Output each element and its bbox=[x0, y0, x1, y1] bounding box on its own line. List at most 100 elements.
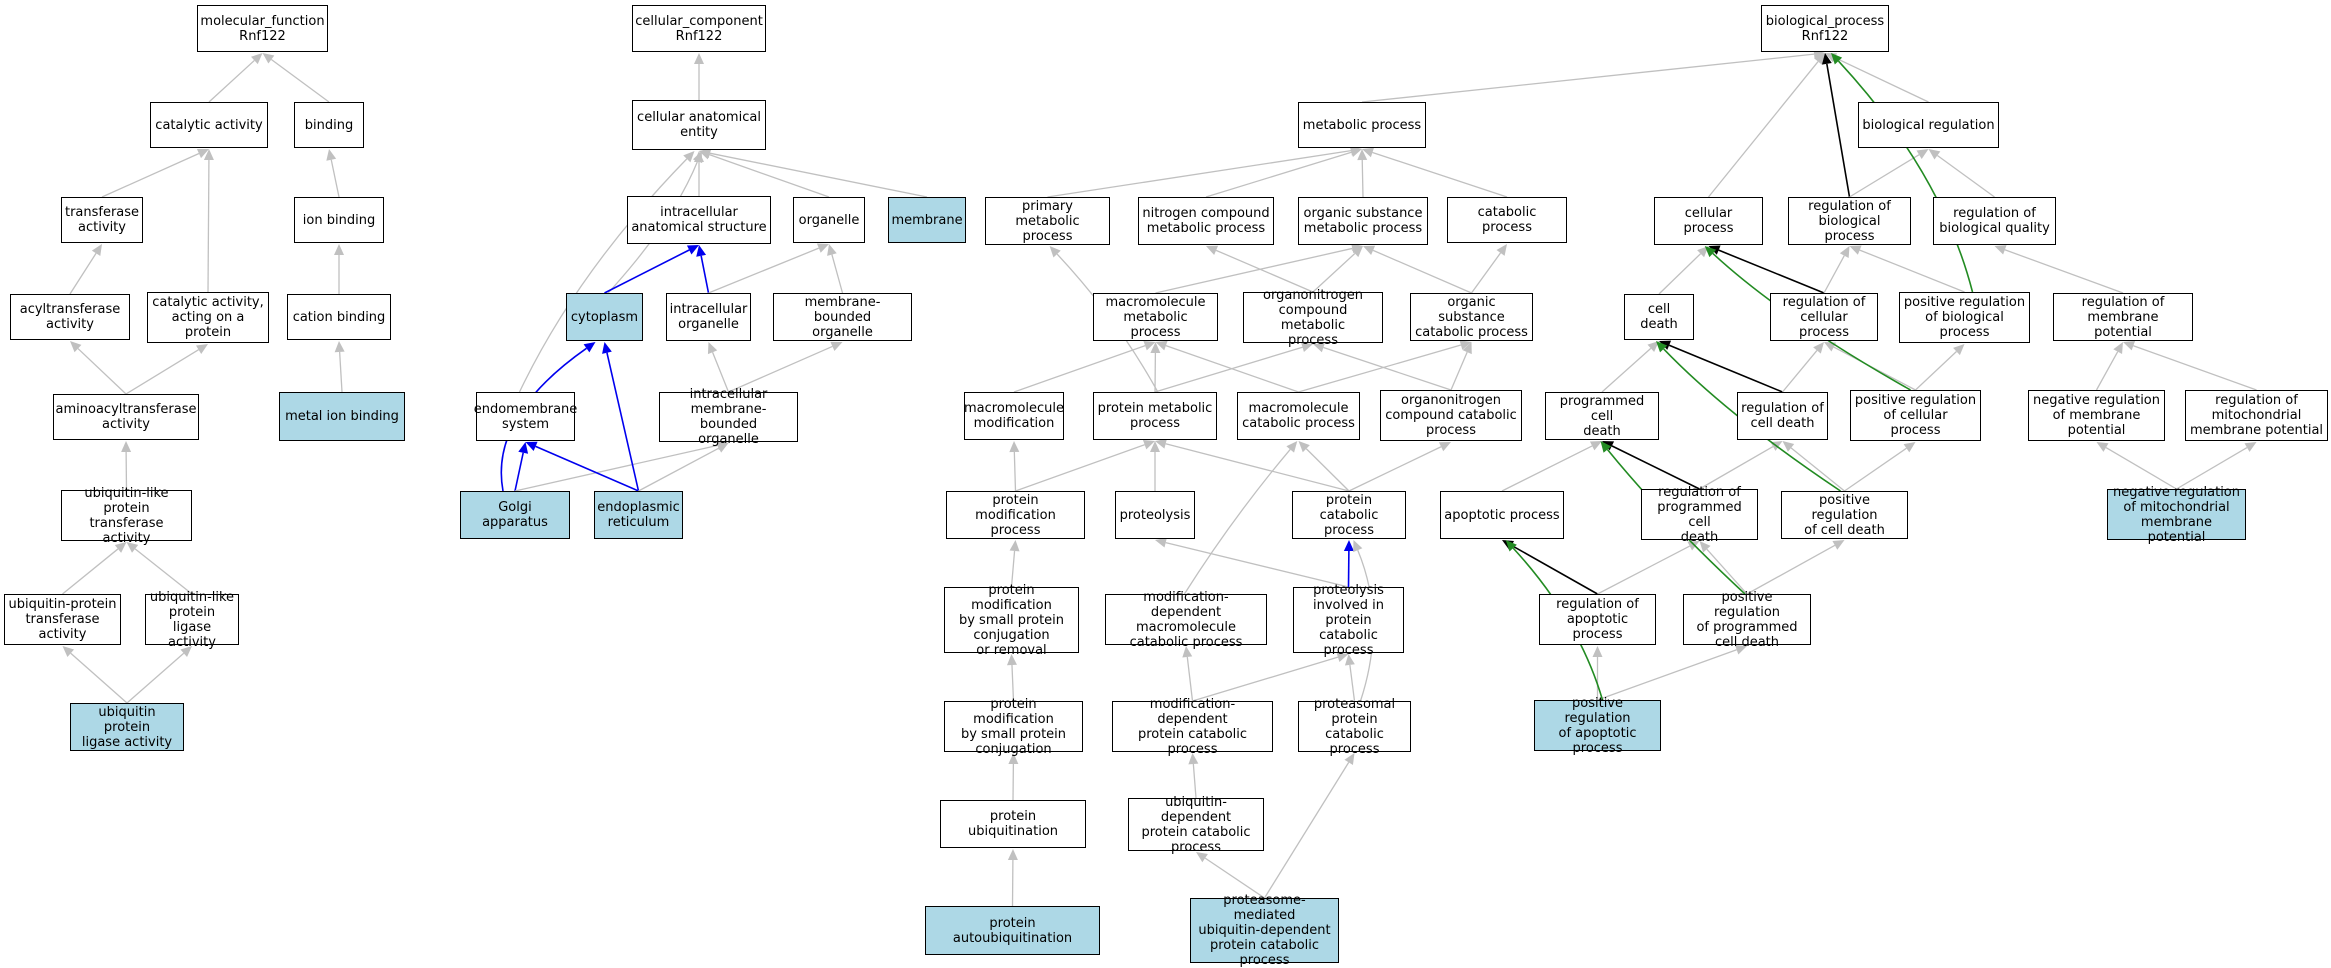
edge-arrowhead-43 bbox=[1143, 340, 1156, 351]
node-molecular-function-root[interactable]: molecular_function Rnf122 bbox=[197, 5, 328, 52]
node-regulation-of-mitochondrial-membrane-potential[interactable]: regulation of mitochondrial membrane pot… bbox=[2185, 390, 2328, 441]
edge-line-89 bbox=[2133, 345, 2257, 391]
node-nitrogen-compound-metabolic-process[interactable]: nitrogen compound metabolic process bbox=[1138, 197, 1274, 245]
node-metal-ion-binding[interactable]: metal ion binding bbox=[279, 392, 405, 441]
node-organic-substance-metabolic-process[interactable]: organic substance metabolic process bbox=[1298, 197, 1428, 245]
node-cellular-process[interactable]: cellular process bbox=[1654, 197, 1763, 245]
node-catalytic-activity-protein[interactable]: catalytic activity, acting on a protein bbox=[147, 292, 269, 343]
node-positive-regulation-of-cell-death[interactable]: positive regulation of cell death bbox=[1781, 491, 1908, 539]
node-cellular-anatomical-entity[interactable]: cellular anatomical entity bbox=[632, 100, 766, 150]
node-apoptotic-process[interactable]: apoptotic process bbox=[1440, 491, 1564, 539]
node-protein-autoubiquitination[interactable]: protein autoubiquitination bbox=[925, 906, 1100, 955]
node-intracellular-membrane-bounded-organelle[interactable]: intracellular membrane-bounded organelle bbox=[659, 387, 798, 447]
node-regulation-of-biological-quality[interactable]: regulation of biological quality bbox=[1933, 197, 2056, 245]
edge-line-71 bbox=[1834, 57, 1929, 103]
edge-arrowhead-41 bbox=[1363, 245, 1376, 255]
edge-arrowhead-12 bbox=[126, 542, 139, 553]
edge-arrowhead-15 bbox=[694, 53, 704, 64]
node-cation-binding[interactable]: cation binding bbox=[287, 294, 391, 340]
node-cellular-component-root[interactable]: cellular_component Rnf122 bbox=[632, 5, 766, 52]
edge-line-104 bbox=[1597, 649, 1737, 701]
node-protein-catabolic-process[interactable]: protein catabolic process bbox=[1292, 491, 1406, 539]
edge-line-83 bbox=[1668, 344, 1783, 393]
node-protein-modification-small-protein-conjugation[interactable]: protein modification by small protein co… bbox=[944, 697, 1083, 757]
node-modification-dependent-macromolecule-catabolic-process[interactable]: modification-dependent macromolecule cat… bbox=[1105, 590, 1267, 650]
node-organonitrogen-compound-catabolic-process[interactable]: organonitrogen compound catabolic proces… bbox=[1380, 390, 1522, 441]
node-macromolecule-catabolic-process[interactable]: macromolecule catabolic process bbox=[1237, 392, 1360, 440]
node-modification-dependent-protein-catabolic-process[interactable]: modification-dependent protein catabolic… bbox=[1112, 697, 1273, 757]
edge-line-63 bbox=[1192, 656, 1339, 702]
node-negative-regulation-of-mitochondrial-membrane-potential[interactable]: negative regulation of mitochondrial mem… bbox=[2107, 485, 2246, 545]
node-cell-death[interactable]: cell death bbox=[1624, 294, 1694, 340]
node-ubiquitin-protein-ligase[interactable]: ubiquitin protein ligase activity bbox=[70, 703, 184, 751]
node-catabolic-process[interactable]: catabolic process bbox=[1447, 197, 1567, 243]
node-protein-metabolic-process[interactable]: protein metabolic process bbox=[1093, 392, 1217, 440]
edge-arrowhead-10 bbox=[121, 441, 132, 453]
node-membrane-bounded-organelle[interactable]: membrane-bounded organelle bbox=[773, 293, 912, 341]
node-organelle[interactable]: organelle bbox=[793, 197, 865, 243]
node-organonitrogen-compound-metabolic-process[interactable]: organonitrogen compound metabolic proces… bbox=[1243, 288, 1383, 348]
node-endoplasmic-reticulum[interactable]: endoplasmic reticulum bbox=[594, 491, 683, 539]
node-positive-regulation-of-apoptotic-process[interactable]: positive regulation of apoptotic process bbox=[1534, 696, 1661, 756]
edge-arrowhead-61 bbox=[1006, 654, 1017, 666]
node-proteolysis[interactable]: proteolysis bbox=[1115, 491, 1195, 539]
node-protein-modification-small-protein-conjugation-or-removal[interactable]: protein modification by small protein co… bbox=[944, 583, 1079, 658]
node-aminoacyltransferase-activity[interactable]: aminoacyltransferase activity bbox=[53, 394, 199, 440]
edge-arrowhead-4 bbox=[326, 149, 337, 161]
node-binding[interactable]: binding bbox=[294, 102, 364, 148]
node-intracellular-anatomical-structure[interactable]: intracellular anatomical structure bbox=[627, 196, 771, 244]
node-golgi-apparatus[interactable]: Golgi apparatus bbox=[460, 491, 570, 539]
edge-line-88 bbox=[2095, 351, 2119, 391]
edge-arrowhead-32 bbox=[716, 443, 729, 453]
node-regulation-of-membrane-potential[interactable]: regulation of membrane potential bbox=[2053, 293, 2193, 341]
edge-arrowhead-69 bbox=[1196, 852, 1208, 863]
node-cytoplasm[interactable]: cytoplasm bbox=[566, 293, 643, 341]
node-negative-regulation-of-membrane-potential[interactable]: negative regulation of membrane potentia… bbox=[2028, 390, 2165, 441]
node-organic-substance-catabolic-process[interactable]: organic substance catabolic process bbox=[1410, 293, 1533, 341]
node-ubiquitin-like-transferase[interactable]: ubiquitin-like protein transferase activ… bbox=[61, 486, 192, 546]
node-catalytic-activity[interactable]: catalytic activity bbox=[150, 102, 268, 148]
node-programmed-cell-death[interactable]: programmed cell death bbox=[1545, 392, 1659, 440]
edge-line-54 bbox=[1165, 443, 1350, 492]
node-intracellular-organelle[interactable]: intracellular organelle bbox=[666, 293, 751, 341]
node-ubiquitin-protein-transferase[interactable]: ubiquitin-protein transferase activity bbox=[4, 594, 121, 645]
node-regulation-of-biological-process[interactable]: regulation of biological process bbox=[1788, 197, 1911, 245]
edge-line-49 bbox=[1323, 346, 1452, 391]
node-biological-regulation[interactable]: biological regulation bbox=[1858, 102, 1999, 148]
node-biological-process-root[interactable]: biological_process Rnf122 bbox=[1761, 5, 1889, 52]
node-metabolic-process[interactable]: metabolic process bbox=[1298, 102, 1426, 148]
node-membrane[interactable]: membrane bbox=[888, 197, 966, 243]
node-regulation-of-apoptotic-process[interactable]: regulation of apoptotic process bbox=[1539, 594, 1656, 645]
node-regulation-of-cell-death[interactable]: regulation of cell death bbox=[1737, 392, 1828, 440]
node-proteolysis-involved-in-protein-catabolic-process[interactable]: proteolysis involved in protein cataboli… bbox=[1293, 583, 1404, 658]
node-positive-regulation-of-biological-process[interactable]: positive regulation of biological proces… bbox=[1899, 292, 2030, 343]
edge-line-72 bbox=[1707, 61, 1819, 198]
edge-line-76 bbox=[1658, 253, 1702, 295]
node-macromolecule-metabolic-process[interactable]: macromolecule metabolic process bbox=[1093, 293, 1218, 341]
edge-line-100 bbox=[1706, 548, 1748, 595]
edge-arrowhead-73 bbox=[1821, 53, 1832, 65]
node-protein-ubiquitination[interactable]: protein ubiquitination bbox=[940, 800, 1086, 848]
node-macromolecule-modification[interactable]: macromolecule modification bbox=[964, 392, 1064, 440]
node-ubiquitin-like-ligase[interactable]: ubiquitin-like protein ligase activity bbox=[145, 590, 239, 650]
edge-arrowhead-88 bbox=[2113, 342, 2123, 355]
edge-arrowhead-80 bbox=[1831, 53, 1843, 65]
node-primary-metabolic-process[interactable]: primary metabolic process bbox=[985, 197, 1110, 245]
node-proteasomal-protein-catabolic-process[interactable]: proteasomal protein catabolic process bbox=[1298, 697, 1411, 757]
node-positive-regulation-of-programmed-cell-death[interactable]: positive regulation of programmed cell d… bbox=[1683, 590, 1811, 650]
node-positive-regulation-of-cellular-process[interactable]: positive regulation of cellular process bbox=[1850, 390, 1981, 441]
node-acyltransferase-activity[interactable]: acyltransferase activity bbox=[10, 294, 130, 340]
edge-line-58 bbox=[1183, 448, 1291, 595]
edge-line-55 bbox=[1305, 448, 1350, 492]
node-proteasome-mediated-ubiquitin-dependent-protein-catabolic-process[interactable]: proteasome-mediated ubiquitin-dependent … bbox=[1190, 893, 1339, 968]
edge-line-12 bbox=[134, 548, 193, 595]
edge-line-25 bbox=[711, 351, 730, 393]
node-protein-modification-process[interactable]: protein modification process bbox=[946, 491, 1085, 539]
node-ion-binding[interactable]: ion binding bbox=[294, 197, 384, 243]
node-transferase-activity[interactable]: transferase activity bbox=[61, 197, 143, 243]
node-endomembrane-system[interactable]: endomembrane system bbox=[474, 392, 577, 441]
node-regulation-of-cellular-process[interactable]: regulation of cellular process bbox=[1770, 293, 1878, 341]
edge-arrowhead-11 bbox=[114, 542, 127, 553]
node-ubiquitin-dependent-protein-catabolic-process[interactable]: ubiquitin-dependent protein catabolic pr… bbox=[1128, 795, 1264, 855]
node-regulation-of-programmed-cell-death[interactable]: regulation of programmed cell death bbox=[1641, 485, 1758, 545]
